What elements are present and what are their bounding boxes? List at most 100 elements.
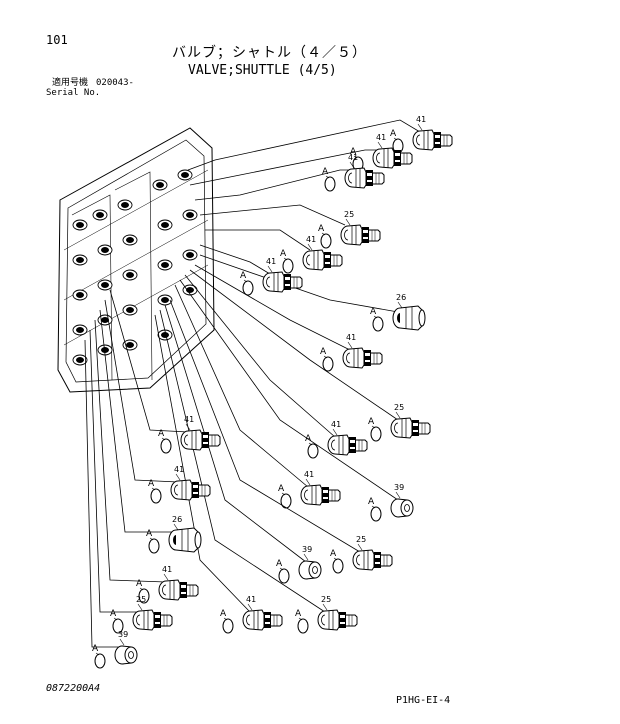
leader-line [184,274,336,438]
leader-line [89,329,140,613]
leader-line [154,314,251,613]
adapter-part: 26A [146,515,202,554]
o-ring [332,558,344,574]
part-number-label: 25 [136,595,146,604]
oring-label: A [276,559,283,569]
leader-line [199,244,271,275]
fitting-part: 41A [390,115,453,154]
leader-line [187,119,421,171]
oring-label: A [158,429,165,439]
part-number-label: 41 [266,257,276,266]
page-code: P1HG-EI-4 [396,695,451,706]
adapter-part: 26A [370,293,426,332]
oring-label: A [146,529,153,539]
page-number: 101 [46,33,68,47]
part-number-label: 26 [172,515,182,524]
oring-label: A [330,549,337,559]
o-ring [322,356,334,372]
o-ring [148,538,160,554]
oring-label: A [220,609,227,619]
part-number-label: 41 [331,420,341,429]
leader-line [205,229,311,251]
leader-line [104,299,179,483]
part-number-label: 41 [416,115,426,124]
oring-label: A [368,497,375,507]
fitting-part: 41A [240,257,303,296]
leader-line [194,264,351,351]
leader-line [179,279,399,501]
part-number-label: 41 [246,595,256,604]
oring-label: A [240,271,247,281]
fitting-part: 41A [220,595,283,634]
leader-line [169,299,361,553]
part-number-label: 39 [302,545,312,554]
leader-line [194,169,352,201]
oring-label: A [390,129,397,139]
fitting-part: 41A [322,153,385,192]
oring-label: A [320,347,327,357]
part-number-label: 41 [346,333,356,342]
oring-label: A [368,417,375,427]
oring-label: A [370,307,377,317]
serial-label-japanese: 適用号機 [52,78,89,88]
fitting-part: 41A [148,465,211,504]
o-ring [150,488,162,504]
o-ring [324,176,336,192]
o-ring [280,493,292,509]
fitting-part: 41A [280,235,343,274]
serial-label-english: Serial No. [46,88,101,98]
fitting-part: 41A [136,565,199,604]
part-number-label: 25 [394,403,404,412]
leader-line [189,149,380,186]
leader-line [109,289,189,433]
oring-label: A [280,249,287,259]
o-ring [112,618,124,634]
part-number-label: 39 [394,483,404,492]
title-japanese: バルブ；シャトル（４／５） [172,45,367,61]
part-number-label: 41 [174,465,184,474]
o-ring [370,506,382,522]
title-english: VALVE;SHUTTLE (4/5) [188,63,337,78]
plug-part: 39A [276,545,322,584]
part-number-label: 41 [304,470,314,479]
part-number-label: 25 [356,535,366,544]
oring-label: A [322,167,329,177]
o-ring [282,258,294,274]
oring-label: A [92,644,99,654]
part-number-label: 41 [376,133,386,142]
oring-label: A [305,434,312,444]
leader-line [99,309,176,533]
part-number-label: 25 [321,595,331,604]
oring-label: A [318,224,325,234]
fitting-part: 41A [350,133,413,172]
fitting-part: 41A [158,415,221,454]
plug-part: 39A [368,483,414,522]
part-number-label: 41 [184,415,194,424]
part-number-label: 41 [306,235,316,244]
o-ring [370,426,382,442]
oring-label: A [278,484,285,494]
part-number-label: 25 [344,210,354,219]
o-ring [297,618,309,634]
fitting-part: 25A [330,535,393,574]
leader-line [199,254,399,313]
part-number-label: 41 [348,153,358,162]
o-ring [242,280,254,296]
oring-label: A [148,479,155,489]
drawing-number: 0872200A4 [46,683,101,694]
leader-line [84,339,122,648]
fitting-part: 25A [110,595,173,634]
o-ring [222,618,234,634]
part-number-label: 41 [162,565,172,574]
o-ring [372,316,384,332]
oring-label: A [110,609,117,619]
leader-line [164,304,307,563]
oring-label: A [136,579,143,589]
fitting-part: 25A [318,210,381,249]
part-number-label: 26 [396,293,406,302]
o-ring [320,233,332,249]
o-ring [94,653,106,669]
leader-line [94,319,167,583]
serial-range: 020043- [96,78,134,88]
o-ring [160,438,172,454]
